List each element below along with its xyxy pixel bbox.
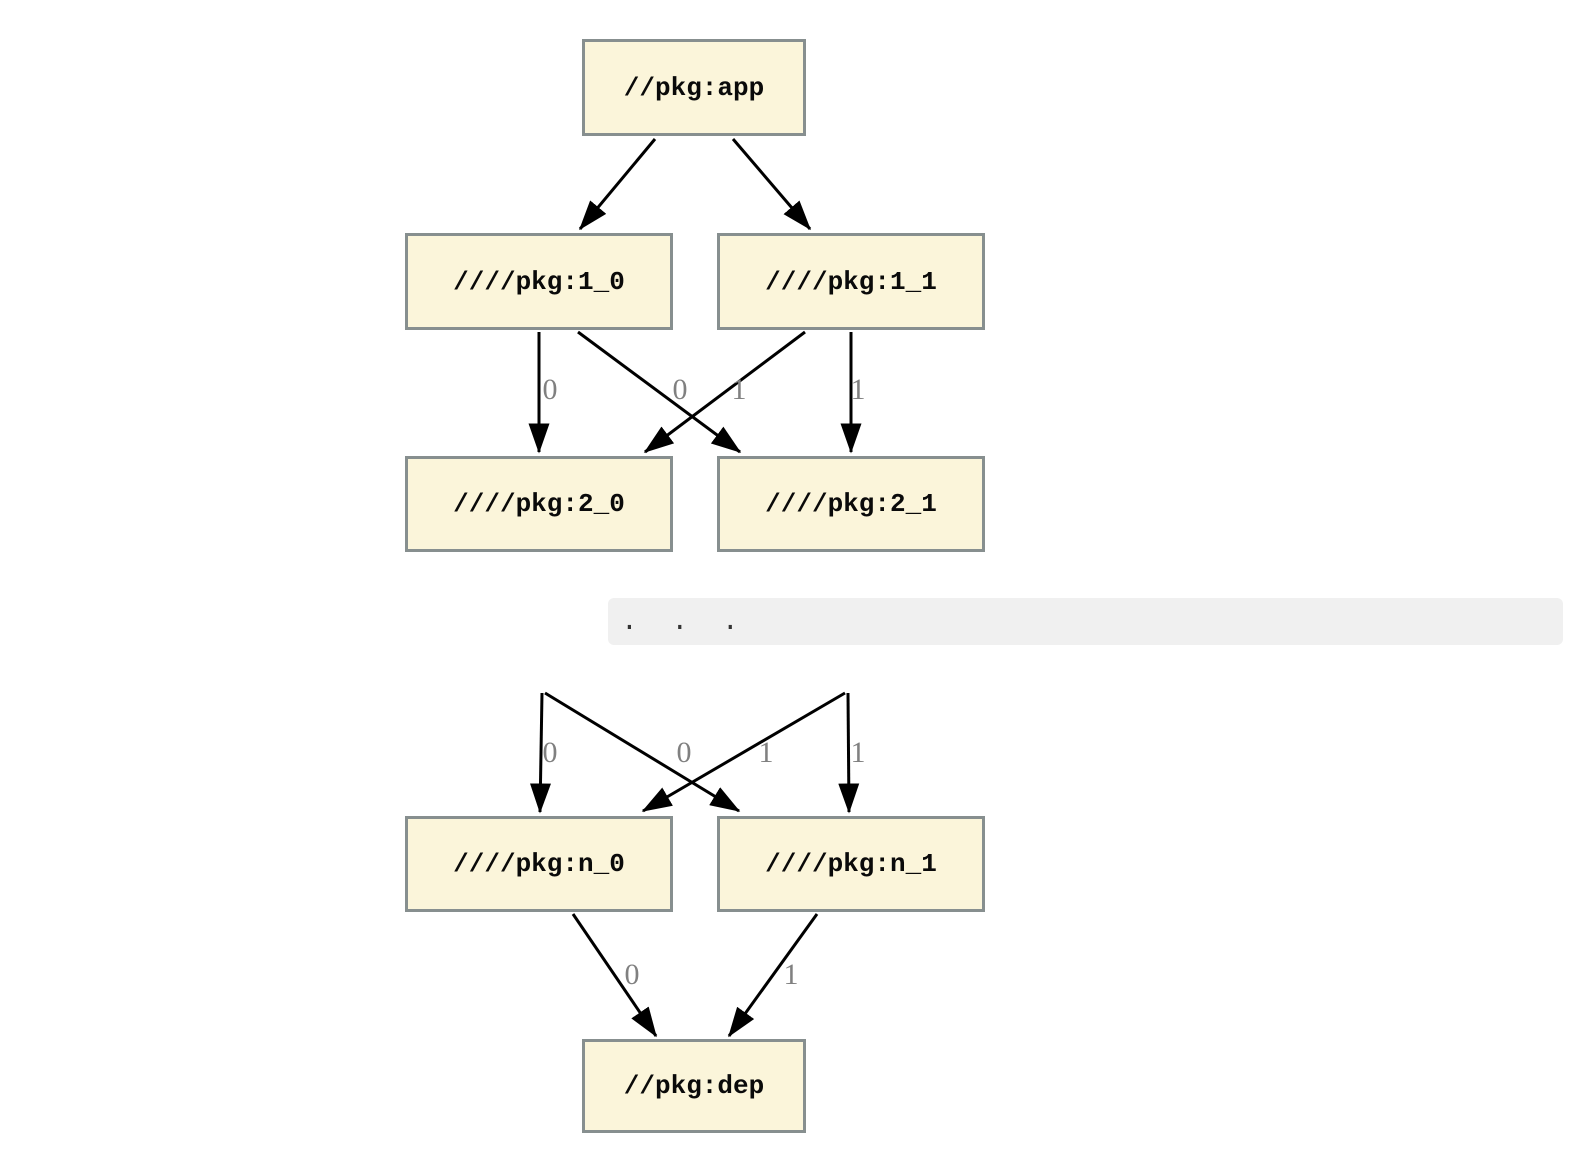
edge-label: 1 bbox=[850, 373, 866, 406]
edge-1_0-to-2_1 bbox=[577, 330, 742, 454]
edge-app-to-1_0 bbox=[578, 138, 657, 231]
edge-label: 0 bbox=[676, 736, 692, 769]
edge-label: 0 bbox=[542, 373, 558, 406]
edge-truncated-to-n_0-left bbox=[529, 692, 551, 814]
node-label: //pkg:dep bbox=[623, 1071, 765, 1101]
edge-n_1-to-dep bbox=[727, 913, 819, 1038]
edge-label: 1 bbox=[783, 958, 799, 991]
node-label: ////pkg:n_1 bbox=[765, 849, 937, 879]
node-label: //pkg:app bbox=[623, 72, 765, 103]
edge-n_0-to-dep bbox=[571, 913, 658, 1038]
node-label: ////pkg:2_1 bbox=[765, 489, 937, 519]
node-pkg-n_0: ////pkg:n_0 bbox=[405, 816, 673, 912]
edge-app-to-1_1 bbox=[731, 138, 812, 231]
edge-label: 0 bbox=[624, 958, 640, 991]
node-pkg-2_0: ////pkg:2_0 bbox=[405, 456, 673, 552]
edge-label: 0 bbox=[672, 373, 688, 406]
node-pkg-1_1: ////pkg:1_1 bbox=[717, 233, 985, 330]
edge-label: 1 bbox=[731, 373, 747, 406]
edge-truncated-to-n_1-right bbox=[838, 692, 860, 814]
edge-label: 0 bbox=[542, 736, 558, 769]
node-pkg-app: //pkg:app bbox=[582, 39, 806, 136]
edge-truncated-to-n_0-cross bbox=[641, 691, 846, 813]
node-label: ////pkg:1_0 bbox=[453, 266, 625, 297]
truncation-ellipsis-band: . . . bbox=[608, 598, 1563, 645]
node-label: ////pkg:1_1 bbox=[765, 266, 937, 297]
node-label: ////pkg:n_0 bbox=[453, 849, 625, 879]
edge-label: 1 bbox=[758, 736, 774, 769]
edge-1_1-to-2_0 bbox=[643, 330, 806, 454]
edge-label: 1 bbox=[850, 736, 866, 769]
edge-truncated-to-n_1-cross bbox=[544, 691, 741, 813]
node-pkg-1_0: ////pkg:1_0 bbox=[405, 233, 673, 330]
ellipsis-text: . . . bbox=[621, 607, 739, 638]
node-pkg-n_1: ////pkg:n_1 bbox=[717, 816, 985, 912]
node-label: ////pkg:2_0 bbox=[453, 489, 625, 519]
node-pkg-dep: //pkg:dep bbox=[582, 1039, 806, 1133]
node-pkg-2_1: ////pkg:2_1 bbox=[717, 456, 985, 552]
